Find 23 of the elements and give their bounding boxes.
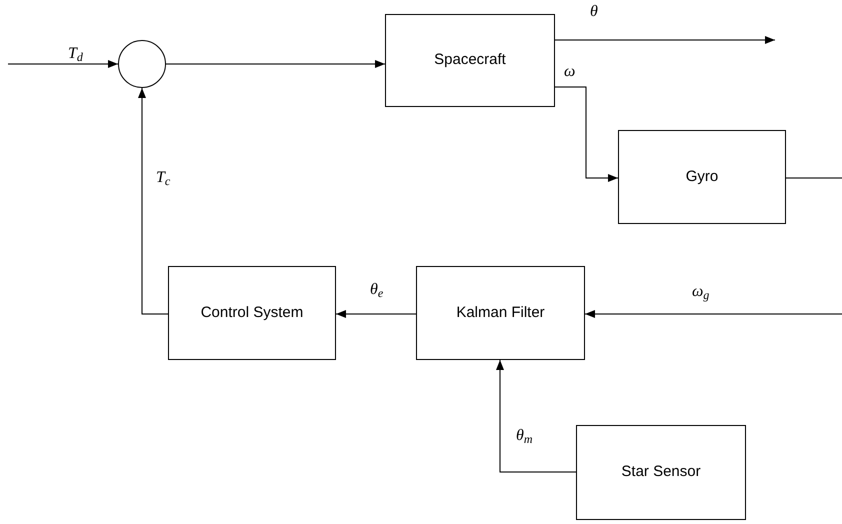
arrow	[496, 360, 576, 472]
block-box	[618, 130, 786, 224]
block-label: Control System	[200, 302, 304, 323]
block-label: Kalman Filter	[456, 302, 545, 323]
arrow	[336, 310, 416, 318]
arrow	[8, 60, 118, 68]
summing-junction	[118, 40, 166, 88]
block-box	[385, 14, 555, 107]
signal-label: θ$_{m}$	[514, 428, 535, 444]
arrow	[554, 36, 776, 44]
arrow	[138, 88, 168, 314]
block-box	[416, 266, 585, 360]
block-label: Star Sensor	[621, 462, 701, 482]
signal-label: T$_{d}$	[66, 46, 85, 62]
arrow	[584, 310, 842, 318]
block-box	[168, 266, 336, 360]
block-label: Spacecraft	[434, 50, 506, 70]
block-label: Gyro	[686, 166, 718, 187]
signal-label: θ$_{e}$	[368, 282, 386, 298]
block-box	[576, 425, 746, 520]
arrow	[166, 60, 386, 68]
arrow	[554, 86, 618, 182]
signal-label: T$_{c}$	[154, 170, 172, 186]
